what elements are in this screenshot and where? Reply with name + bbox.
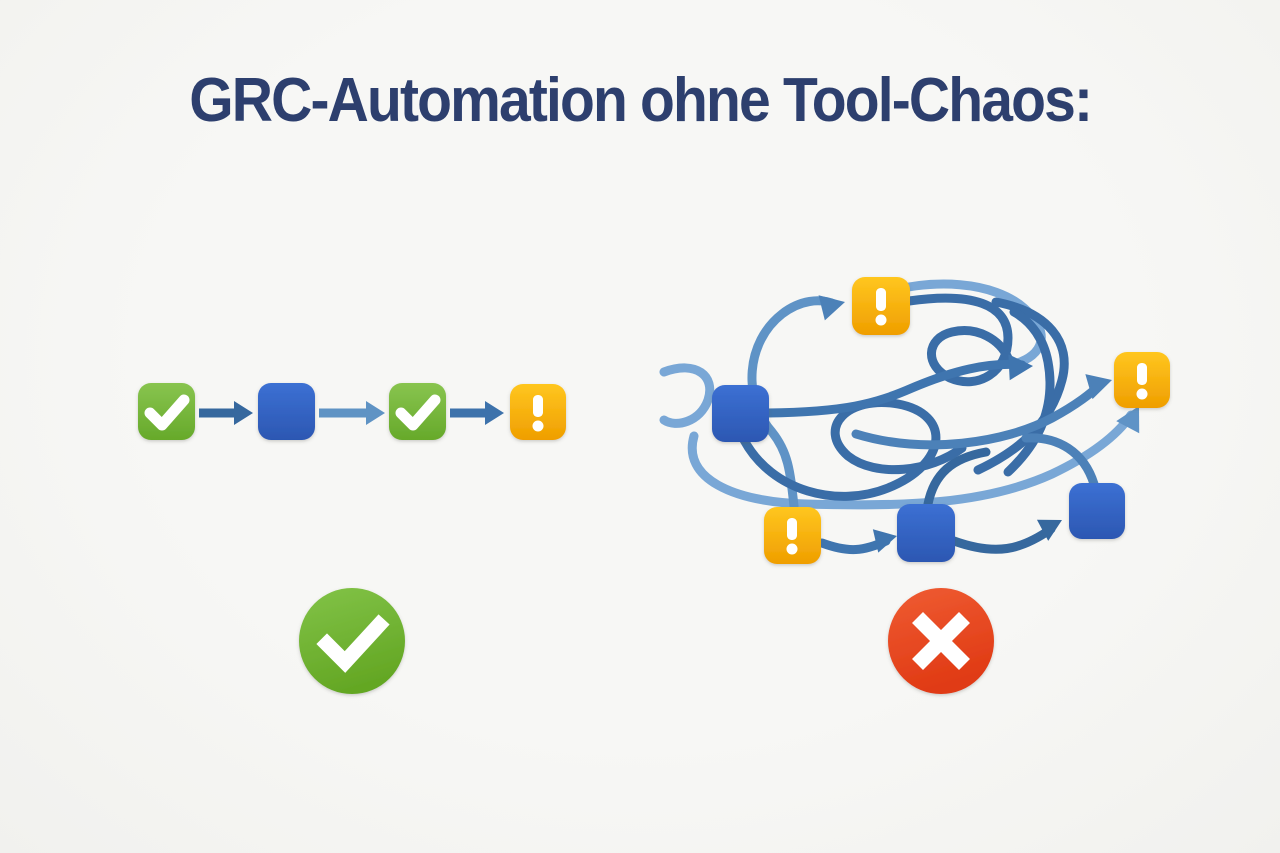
failure-x-circle bbox=[888, 588, 994, 694]
chaos-arrowhead bbox=[1116, 406, 1140, 434]
chaos-arrowhead bbox=[1036, 519, 1062, 541]
warning-icon bbox=[786, 518, 798, 555]
chaos-curve bbox=[1003, 307, 1055, 477]
warning-node-square-top bbox=[852, 277, 910, 335]
warning-node-square-right bbox=[1114, 352, 1170, 408]
chaos-curve bbox=[687, 410, 1136, 510]
structured-flow-diagram bbox=[138, 383, 566, 440]
chaos-curve bbox=[949, 524, 1056, 554]
process-step-square bbox=[258, 383, 315, 440]
chaos-curve bbox=[973, 297, 1069, 475]
chaos-curve bbox=[763, 359, 1027, 418]
flow-arrow-3 bbox=[450, 401, 504, 425]
check-icon bbox=[395, 394, 441, 431]
chaos-curve bbox=[739, 398, 967, 501]
page-title-text: GRC-Automation ohne Tool-Chaos: bbox=[189, 66, 1093, 135]
process-node-square-right bbox=[1069, 483, 1125, 539]
warning-icon bbox=[532, 395, 544, 432]
chaos-curve bbox=[851, 380, 1105, 450]
chaos-curve bbox=[659, 363, 715, 428]
warning-icon bbox=[875, 288, 887, 326]
page-title: GRC-Automation ohne Tool-Chaos: bbox=[0, 66, 1280, 136]
flow-arrow-1 bbox=[199, 401, 253, 425]
warning-step-square bbox=[510, 384, 566, 440]
process-node-square-center bbox=[897, 504, 955, 562]
check-icon bbox=[316, 614, 390, 673]
x-icon bbox=[912, 612, 970, 670]
warning-node-square-bottom bbox=[764, 507, 821, 564]
chaos-curve bbox=[1021, 433, 1099, 489]
check-icon bbox=[144, 394, 190, 431]
success-check-circle bbox=[299, 588, 405, 694]
chaos-curve bbox=[747, 296, 839, 511]
process-node-square-left bbox=[712, 385, 769, 442]
chaos-arrowhead bbox=[1085, 374, 1112, 400]
chaos-arrowhead bbox=[1008, 354, 1033, 381]
warning-icon bbox=[1136, 363, 1148, 400]
chaos-curve bbox=[923, 447, 991, 509]
chaos-arrowhead bbox=[818, 295, 845, 321]
chaos-curve bbox=[904, 293, 1013, 387]
check-step-square-1 bbox=[138, 383, 195, 440]
flow-arrow-2 bbox=[319, 401, 385, 425]
chaos-arrowhead bbox=[872, 529, 897, 553]
check-step-square-2 bbox=[389, 383, 446, 440]
chaos-flow-diagram bbox=[659, 277, 1170, 564]
